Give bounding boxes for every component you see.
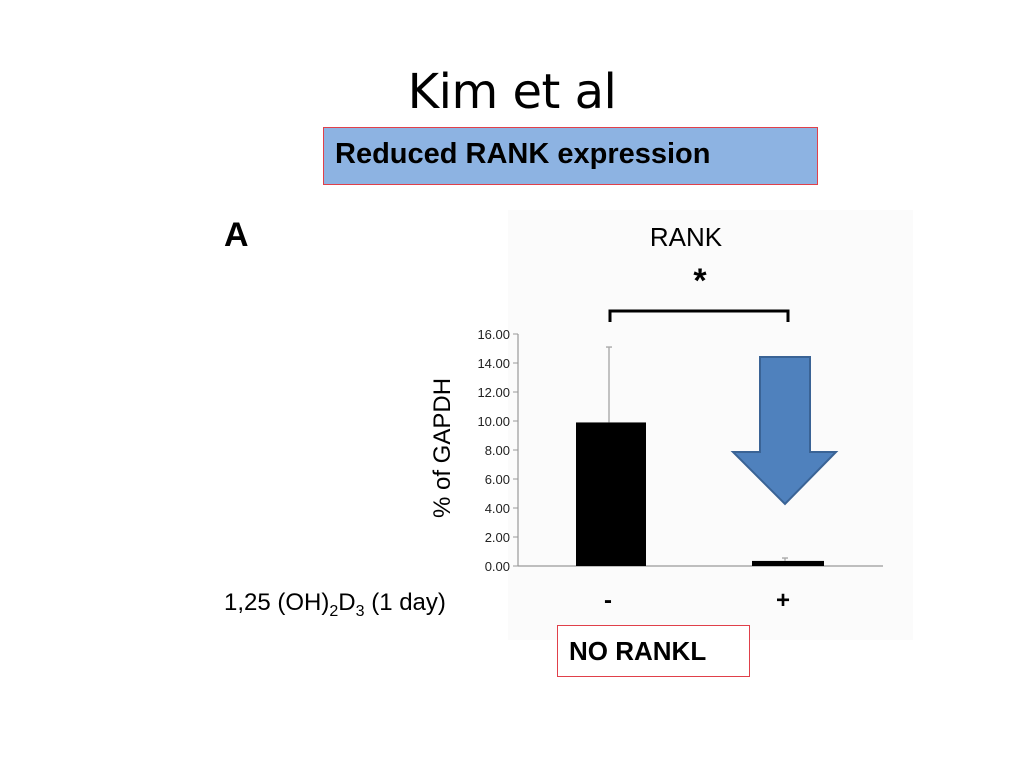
significance-bracket [608, 309, 790, 322]
x-axis-label: 1,25 (OH)2D3 (1 day) [224, 589, 446, 620]
slide-title: Kim et al [407, 64, 617, 120]
panel-label: A [224, 216, 249, 254]
y-axis-label: % of GAPDH [429, 378, 456, 518]
bar [576, 422, 646, 566]
y-axis-ticks: 0.00 2.00 4.00 6.00 8.00 10.00 12.00 14.00 16.00 [477, 327, 518, 574]
y-tick-label: 8.00 [485, 443, 510, 458]
y-tick-label: 6.00 [485, 472, 510, 487]
bars [576, 346, 824, 566]
x-label-prefix: 1,25 (OH) [224, 589, 329, 616]
y-tick-label: 2.00 [485, 530, 510, 545]
y-tick-label: 14.00 [477, 356, 510, 371]
chart-title: RANK [650, 222, 723, 252]
category-labels: -+ [604, 587, 790, 614]
x-label-mid: D [338, 589, 355, 616]
y-tick-label: 0.00 [485, 559, 510, 574]
y-tick-label: 4.00 [485, 501, 510, 516]
y-tick-label: 12.00 [477, 385, 510, 400]
note-text: NO RANKL [569, 636, 707, 666]
y-tick-label: 16.00 [477, 327, 510, 342]
category-label: - [604, 587, 612, 614]
rank-bar-chart: A RANK * % of GAPDH 0.00 2.00 4.00 6.00 8.00… [224, 210, 913, 640]
category-label: + [776, 587, 790, 614]
x-label-sub2: 3 [356, 603, 365, 620]
y-tick-label: 10.00 [477, 414, 510, 429]
significance-star: * [693, 262, 707, 300]
x-label-sub1: 2 [329, 603, 338, 620]
callout-box: Reduced RANK expression [323, 127, 818, 185]
plot-backdrop [508, 210, 913, 640]
figure-panel: A RANK * % of GAPDH 0.00 2.00 4.00 6.00 8.00… [218, 200, 923, 640]
x-label-suffix: (1 day) [365, 589, 446, 616]
down-arrow-icon [730, 356, 839, 506]
note-box: NO RANKL [557, 625, 750, 677]
callout-text: Reduced RANK expression [335, 138, 711, 170]
bar [752, 560, 824, 566]
